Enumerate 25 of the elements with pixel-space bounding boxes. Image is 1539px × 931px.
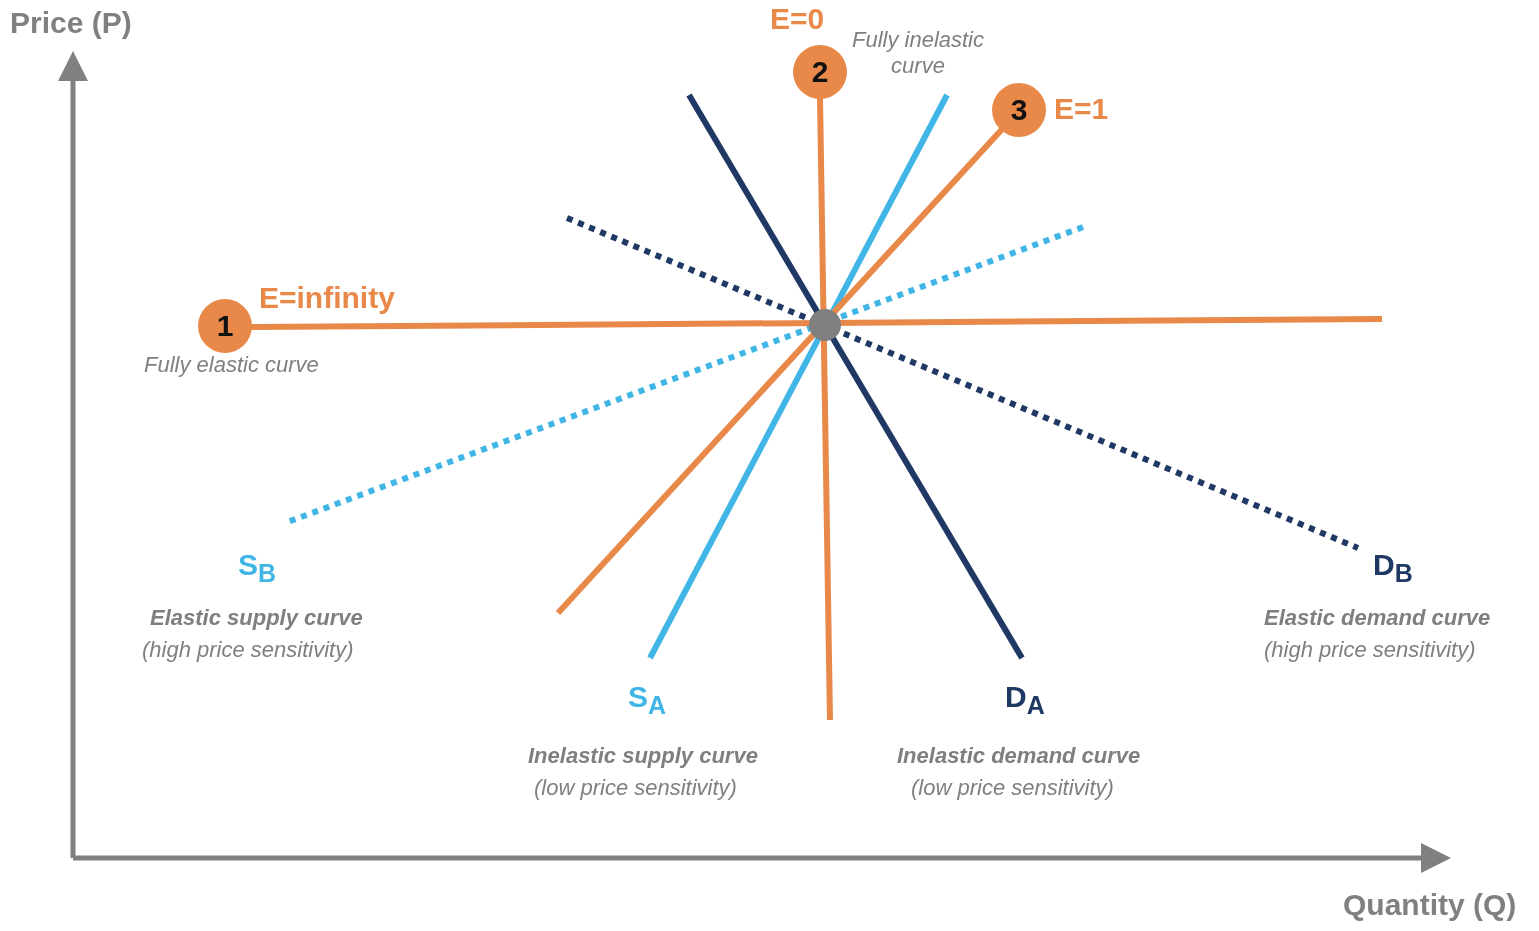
curve-note: (low price sensitivity) [911,775,1114,801]
curve-description: Elastic demand curve [1264,605,1491,631]
curve-description: Elastic supply curve [150,605,363,631]
circle-number: 3 [1010,93,1028,127]
numbered-circle [198,299,252,353]
curve-description: Fully elastic curve [144,352,319,378]
axis-title: Quantity (Q) [1343,888,1517,922]
elasticity-label: E=infinity [259,281,395,315]
axis-title: Price (P) [10,6,132,40]
numbered-circle [793,45,847,99]
curve-description: Inelastic demand curve [897,743,1141,769]
elasticity-label: E=0 [770,2,825,36]
curve-description: Inelastic supply curve [528,743,758,769]
curve-label: D$_{B}$ [1373,548,1413,588]
curve-description: Fully inelastic curve [850,27,985,79]
curve-note: (low price sensitivity) [534,775,737,801]
circle-number: 1 [216,309,234,343]
curve-note: (high price sensitivity) [1264,637,1476,663]
elasticity-label: E=1 [1054,92,1109,126]
curve-label: D$_{A}$ [1005,680,1045,720]
curve-note: (high price sensitivity) [142,637,354,663]
circle-number: 2 [811,55,829,89]
curve-label: S$_{A}$ [628,680,667,720]
curve-label: S$_{B}$ [238,548,277,588]
numbered-circle [992,83,1046,137]
